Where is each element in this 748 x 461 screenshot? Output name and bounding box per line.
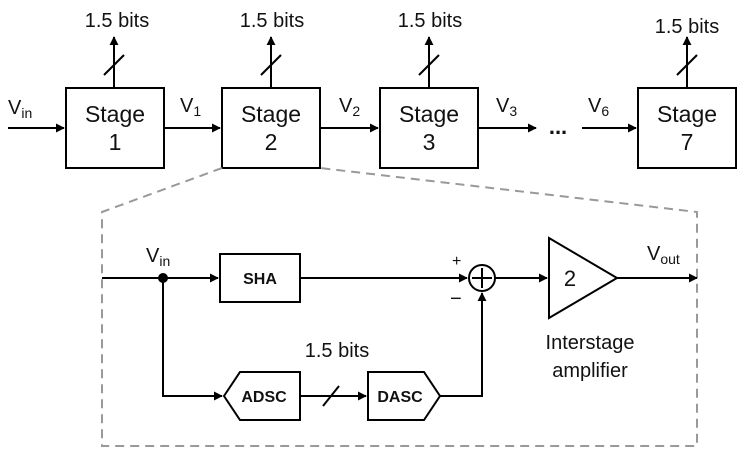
summer-plus: + [452,253,461,270]
branch-to-adsc [162,278,223,401]
interstage-amplifier [548,236,619,320]
stage-1-box [65,87,165,169]
bits-label-1: 1.5 bits [85,10,149,32]
dasc-label: DASC [377,389,423,406]
stage-1-num: 1 [109,129,122,155]
amp-caption-line1: Interstage [546,332,635,354]
stage-3-word: Stage [399,101,459,127]
bits-slash-7 [676,54,698,76]
stage-2-box [221,87,321,169]
sha-label: SHA [243,271,277,288]
detail-bits-label: 1.5 bits [305,340,369,362]
zoom-outline [101,167,698,447]
bits-slash-2 [260,54,282,76]
detail-schematic [102,236,698,421]
bits-slash-3 [418,54,440,76]
ellipsis: ... [549,114,567,139]
link-label-2: V2 [339,95,360,119]
chain-input-label: Vin [8,97,32,121]
dasc-to-summer [440,292,487,397]
stage-7-box [637,87,737,169]
bits-label-3: 1.5 bits [398,10,462,32]
amp-gain: 2 [564,266,576,291]
stage-1-word: Stage [85,101,145,127]
link-label-3: V3 [496,95,517,119]
detail-labels: Vin SHA + − 2 Vout Interstage amplifier … [146,243,680,406]
summer-minus: − [450,288,462,310]
adsc-label: ADSC [241,389,287,406]
stage-7-word: Stage [657,101,717,127]
bits-slash-1 [103,54,125,76]
dasc-block [367,371,442,421]
adsc-dasc-slash [322,385,340,407]
amp-caption-line2: amplifier [552,360,628,382]
bits-label-2: 1.5 bits [240,10,304,32]
link-label-6: V6 [588,95,609,119]
top-labels: 1.5 bits 1.5 bits 1.5 bits 1.5 bits Vin … [8,10,719,155]
detail-output-label: Vout [647,243,680,267]
link-label-1: V1 [180,95,201,119]
stage-3-num: 3 [423,129,436,155]
top-pipeline [8,36,737,169]
stage-3-box [379,87,479,169]
stage-2-word: Stage [241,101,301,127]
bits-label-7: 1.5 bits [655,16,719,38]
stage-7-num: 7 [681,129,694,155]
stage-2-num: 2 [265,129,278,155]
detail-input-label: Vin [146,245,170,269]
